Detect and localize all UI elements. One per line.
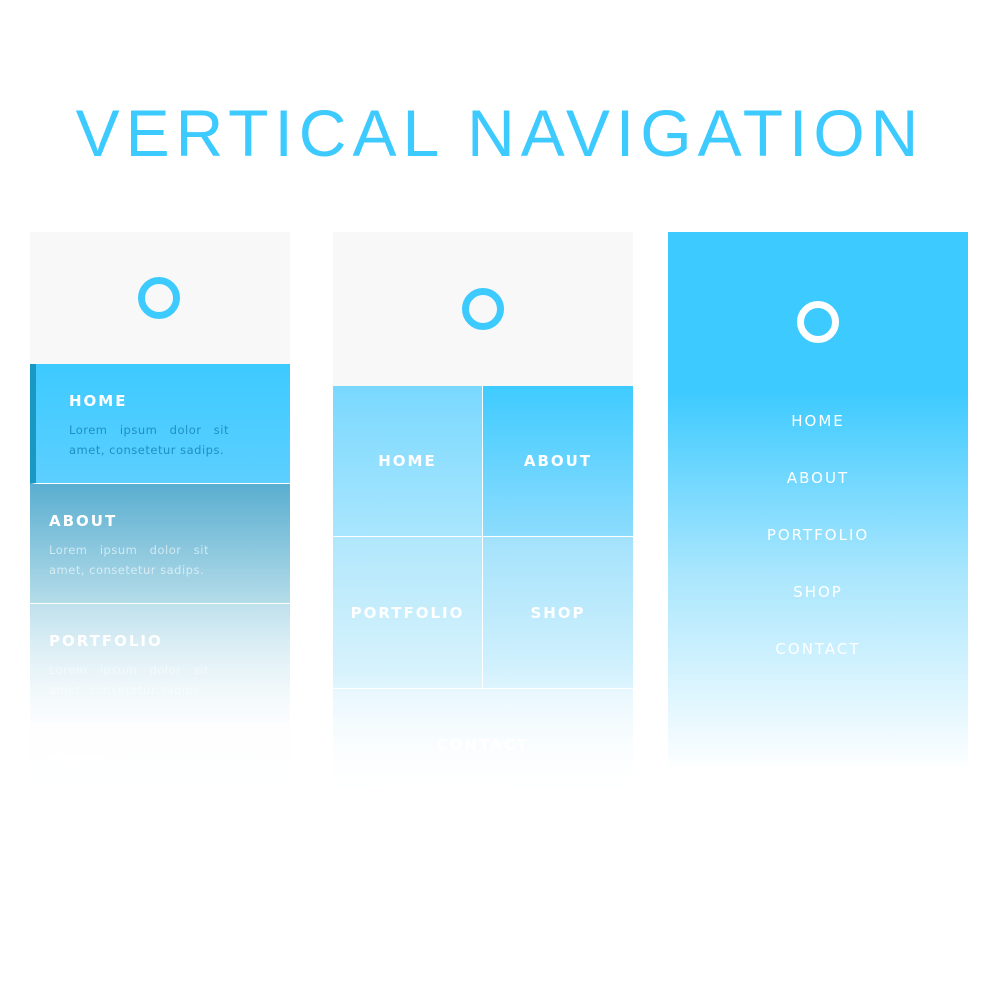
nav-link-about[interactable]: ABOUT — [786, 469, 850, 487]
nav-item-home[interactable]: HOME Lorem ipsum dolor sit amet, consetet… — [30, 364, 290, 484]
nav-link-shop[interactable]: SHOP — [793, 583, 843, 601]
nav-item-label: SHOP — [49, 752, 105, 770]
nav-tile-home[interactable]: HOME — [333, 386, 483, 537]
nav-item-label: HOME — [69, 392, 128, 410]
ring-logo-icon[interactable] — [138, 277, 180, 319]
ring-logo-icon[interactable] — [797, 301, 839, 343]
nav-item-shop[interactable]: SHOP — [30, 724, 290, 800]
nav-tile-contact[interactable]: CONTACT — [333, 688, 633, 800]
nav-item-label: PORTFOLIO — [49, 632, 163, 650]
nav-item-label: ABOUT — [49, 512, 118, 530]
nav-tile-about[interactable]: ABOUT — [483, 386, 633, 537]
nav-tile-shop[interactable]: SHOP — [483, 537, 633, 688]
nav-panel-list: HOME Lorem ipsum dolor sit amet, consetet… — [30, 232, 290, 800]
nav-item-portfolio[interactable]: PORTFOLIO Lorem ipsum dolor sit amet, con… — [30, 604, 290, 724]
nav-panel-centered: HOME ABOUT PORTFOLIO SHOP CONTACT — [668, 232, 968, 800]
nav-link-contact[interactable]: CONTACT — [775, 640, 861, 658]
nav-link-home[interactable]: HOME — [791, 412, 845, 430]
nav-tile-portfolio[interactable]: PORTFOLIO — [333, 537, 483, 688]
nav-item-desc: Lorem ipsum dolor sit amet, consetetur s… — [69, 423, 229, 457]
page-title: VERTICAL NAVIGATION — [75, 96, 925, 170]
nav-item-desc: Lorem ipsum dolor sit amet, consetetur s… — [49, 663, 209, 697]
nav-link-portfolio[interactable]: PORTFOLIO — [766, 526, 870, 544]
panel-header — [333, 232, 633, 386]
ring-logo-icon[interactable] — [462, 288, 504, 330]
nav-item-about[interactable]: ABOUT Lorem ipsum dolor sit amet, consete… — [30, 484, 290, 604]
nav-item-desc: Lorem ipsum dolor sit amet, consetetur s… — [49, 543, 209, 577]
panel-header — [30, 232, 290, 364]
nav-panel-grid: HOME ABOUT PORTFOLIO SHOP CONTACT — [333, 232, 633, 800]
